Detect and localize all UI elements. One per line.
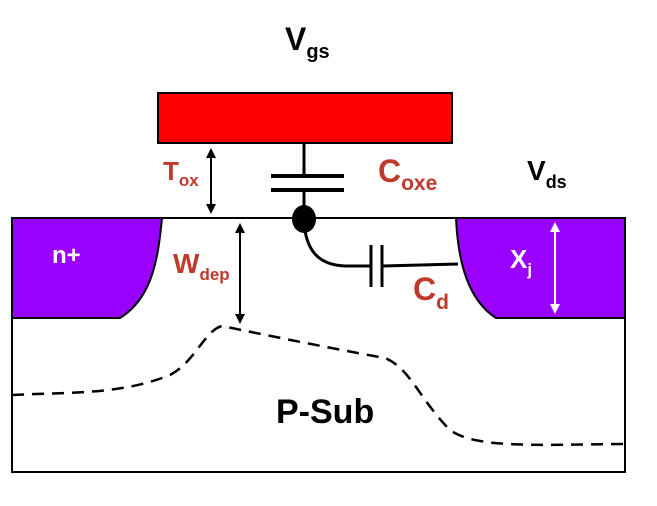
cd-label-main: C bbox=[413, 271, 436, 307]
vgs-label: Vgs bbox=[285, 21, 330, 63]
drain-nplus-region bbox=[454, 217, 626, 319]
psub-label: P-Sub bbox=[276, 393, 374, 431]
coxe-label-main: C bbox=[378, 153, 401, 189]
channel-node-dot bbox=[292, 205, 316, 233]
tox-label: Tox bbox=[163, 156, 199, 190]
vds-label-sub: ds bbox=[546, 172, 567, 192]
xj-label-sub: j bbox=[526, 260, 532, 279]
xj-label-main: X bbox=[510, 244, 528, 274]
cd-label: Cd bbox=[413, 271, 449, 314]
tox-label-main: T bbox=[163, 156, 179, 186]
cd-wire-right bbox=[382, 262, 459, 268]
coxe-label-sub: oxe bbox=[401, 172, 437, 195]
nplus-label: n+ bbox=[52, 242, 81, 269]
depletion-boundary-dashed bbox=[11, 324, 626, 447]
xj-label: Xj bbox=[510, 244, 532, 279]
wdep-label-main: W bbox=[173, 248, 200, 279]
substrate-outline bbox=[11, 218, 626, 473]
source-nplus-region bbox=[11, 217, 164, 319]
cd-wire-left bbox=[302, 221, 370, 268]
gate-electrode bbox=[157, 92, 453, 144]
vds-label-main: V bbox=[527, 155, 546, 186]
wdep-label-sub: dep bbox=[199, 265, 229, 284]
tox-label-sub: ox bbox=[179, 171, 199, 190]
wdep-label: Wdep bbox=[173, 248, 230, 284]
vds-label: Vds bbox=[527, 155, 567, 192]
vgs-label-main: V bbox=[285, 21, 307, 57]
cd-label-sub: d bbox=[436, 291, 449, 314]
coxe-label: Coxe bbox=[378, 153, 437, 195]
vgs-label-sub: gs bbox=[306, 41, 329, 63]
